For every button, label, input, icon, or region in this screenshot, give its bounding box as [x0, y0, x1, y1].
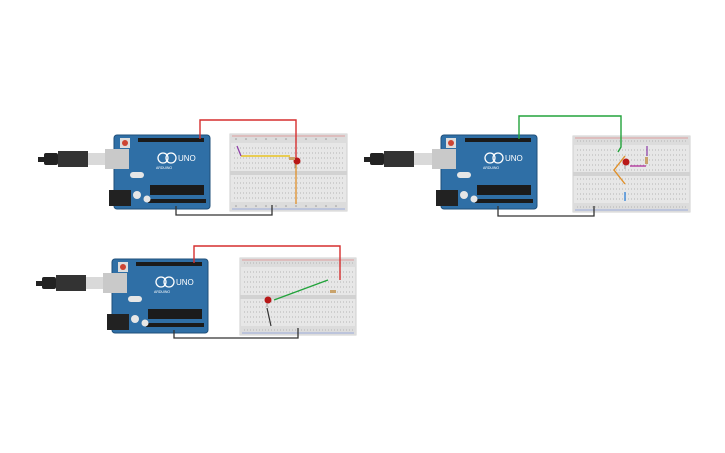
circuit-1[interactable]: UNO ARDUINO — [38, 119, 348, 216]
atmega-chip — [148, 309, 202, 319]
power-jack — [109, 190, 131, 206]
wire-dark[interactable] — [266, 307, 272, 327]
digital-header[interactable] — [138, 138, 204, 142]
wire-green[interactable] — [518, 115, 622, 153]
atmega-chip — [477, 185, 531, 195]
arduino-board[interactable]: UNO ARDUINO — [103, 258, 209, 334]
wire-black[interactable] — [497, 206, 595, 217]
analog-header[interactable] — [475, 199, 533, 203]
arduino-logo-icon — [155, 276, 167, 288]
board-brand-label: ARDUINO — [483, 166, 499, 170]
usb-port — [103, 273, 127, 293]
breadboard[interactable] — [229, 133, 348, 212]
led[interactable] — [293, 157, 301, 169]
wire-red[interactable] — [193, 245, 341, 280]
usb-cable[interactable] — [364, 151, 432, 167]
board-brand-label: ARDUINO — [154, 290, 170, 294]
resistor[interactable] — [330, 290, 336, 293]
wire-black[interactable] — [175, 205, 273, 216]
resistor[interactable] — [645, 157, 648, 164]
resistor[interactable] — [289, 157, 295, 160]
power-jack — [436, 190, 458, 206]
board-model-label: UNO — [176, 278, 194, 287]
wire-orange[interactable] — [613, 155, 626, 185]
led[interactable] — [622, 158, 630, 170]
wire-green[interactable] — [273, 279, 329, 301]
digital-header[interactable] — [136, 262, 202, 266]
analog-header[interactable] — [146, 323, 204, 327]
power-jack — [107, 314, 129, 330]
circuit-2[interactable]: UNO ARDUINO — [364, 115, 691, 217]
usb-port — [105, 149, 129, 169]
wire-black[interactable] — [173, 328, 299, 339]
arduino-logo-icon — [157, 152, 169, 164]
board-model-label: UNO — [505, 154, 523, 163]
board-brand-label: ARDUINO — [156, 166, 172, 170]
breadboard[interactable] — [572, 135, 691, 213]
led[interactable] — [264, 296, 272, 308]
arduino-board[interactable]: UNO ARDUINO — [432, 134, 538, 210]
digital-header[interactable] — [465, 138, 531, 142]
wire-red[interactable] — [199, 119, 297, 158]
board-model-label: UNO — [178, 154, 196, 163]
arduino-board[interactable]: UNO ARDUINO — [105, 134, 211, 210]
usb-cable[interactable] — [38, 151, 106, 167]
circuit-3[interactable]: UNO ARDUINO — [36, 245, 357, 339]
breadboard[interactable] — [239, 257, 357, 336]
wire-purple[interactable] — [236, 145, 242, 157]
usb-port — [432, 149, 456, 169]
arduino-logo-icon — [484, 152, 496, 164]
analog-header[interactable] — [148, 199, 206, 203]
usb-cable[interactable] — [36, 275, 104, 291]
atmega-chip — [150, 185, 204, 195]
